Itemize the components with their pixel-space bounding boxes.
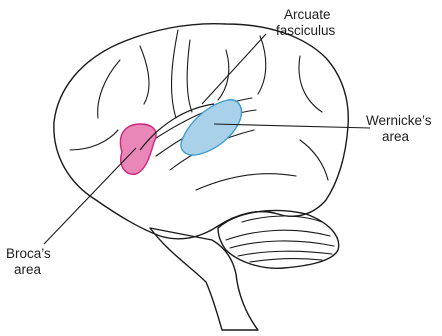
broca-label-line1: Broca’s xyxy=(6,246,51,261)
sulcus-line xyxy=(140,46,149,104)
sulcus-line xyxy=(299,56,322,112)
sulcus-line xyxy=(98,60,120,118)
sulcus-line xyxy=(300,140,328,180)
cerebellum-fold xyxy=(226,230,330,240)
brain-stem xyxy=(150,228,258,330)
cerebellum-fold xyxy=(242,216,322,222)
wernicke-area-region xyxy=(181,100,242,155)
sulcus-line xyxy=(70,130,118,150)
wernicke-label-line1: Wernicke’s xyxy=(366,113,432,128)
sulcus-line xyxy=(187,40,192,112)
arcuate-label-line2: fasciculus xyxy=(276,23,336,38)
cerebellum-fold xyxy=(250,259,322,262)
temporal-sulcus xyxy=(196,174,296,190)
cerebellum-fold xyxy=(238,251,332,256)
arcuate-label-line1: Arcuate xyxy=(284,7,331,22)
cerebellum-fold xyxy=(230,241,334,248)
sulcus-line xyxy=(258,36,266,94)
sulcus-line xyxy=(218,50,229,100)
wernicke-label-line2: area xyxy=(382,129,410,144)
broca-leader xyxy=(44,148,136,244)
arcuate-leader xyxy=(202,34,266,104)
central-sulcus xyxy=(172,30,178,118)
broca-label-line2: area xyxy=(14,262,42,277)
broca-area-region xyxy=(120,124,156,174)
